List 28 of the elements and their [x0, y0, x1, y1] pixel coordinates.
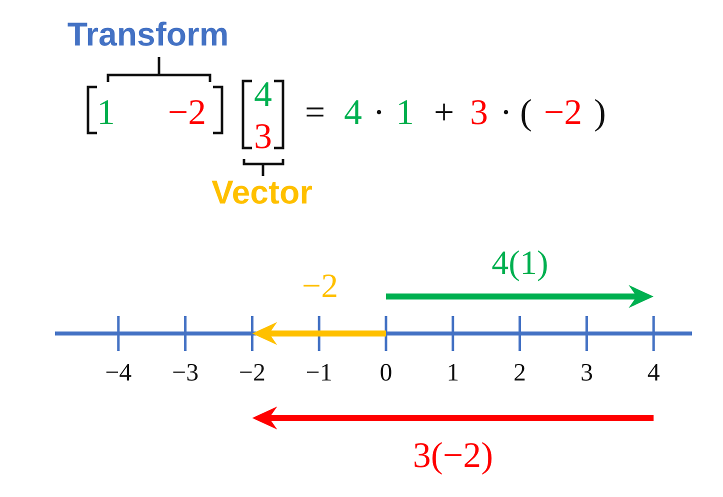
tick-label: −3 [172, 360, 199, 386]
operator-symbol: · [500, 94, 512, 130]
vector-entry: 3 [254, 118, 272, 154]
matrix-entry: 1 [97, 94, 115, 130]
parenthesis: ( [520, 94, 532, 130]
tick-label: 0 [380, 360, 392, 386]
tick-label: −2 [238, 360, 266, 386]
math-term: 4 [344, 94, 362, 130]
operator-symbol: = [304, 94, 326, 130]
vector-label: 3(−2) [412, 437, 494, 473]
tick-label: 4 [647, 360, 660, 386]
operator-symbol: + [434, 94, 454, 130]
math-term: 1 [396, 94, 414, 130]
vector-entry: 4 [254, 76, 272, 112]
tick-label: 3 [580, 360, 593, 386]
tick-label: −1 [306, 360, 332, 386]
vector-label: −2 [302, 270, 338, 304]
math-term: −2 [544, 94, 582, 130]
vector-label: 4(1) [492, 247, 548, 281]
tick-label: 2 [514, 360, 526, 386]
annotation-label: Transform [67, 18, 229, 50]
math-term: 3 [470, 94, 488, 130]
tick-label: −4 [105, 360, 132, 386]
annotation-label: Vector [212, 176, 312, 208]
operator-symbol: · [373, 94, 385, 130]
tick-label: 1 [446, 360, 460, 386]
matrix-entry: −2 [168, 94, 206, 130]
parenthesis: ) [594, 94, 606, 130]
